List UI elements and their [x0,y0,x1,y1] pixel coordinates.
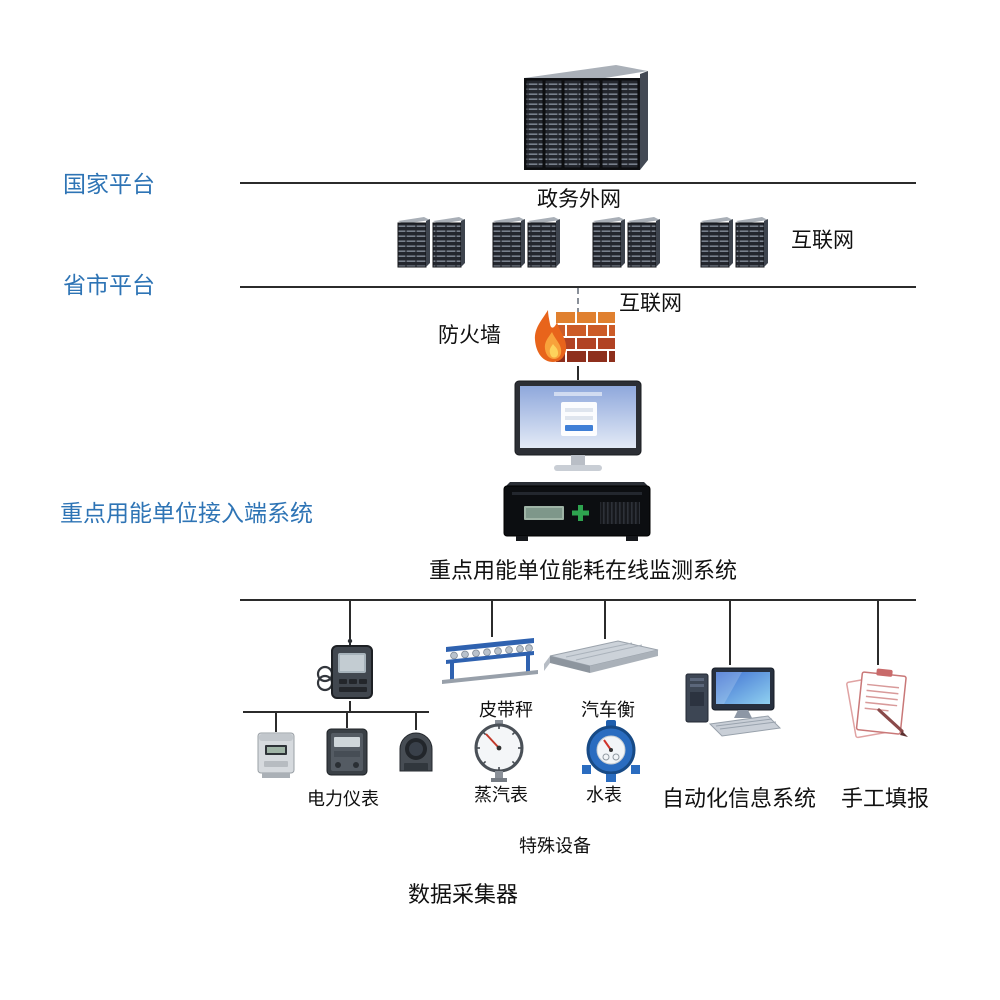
power-meter-icon [324,727,370,779]
internet-top-label: 互联网 [791,229,854,252]
meter-sub-bus-line [243,711,429,713]
manual-entry-label: 手工填报 [841,786,930,811]
monitor-system-title: 重点用能单位能耗在线监测系统 [429,558,738,583]
automation-system-label: 自动化信息系统 [662,786,817,811]
belt-scale-icon [442,634,540,688]
power-meter-icon [254,731,298,779]
bus-to-truck-scale-connector [604,601,606,639]
server-rack-icon [699,214,769,270]
sub-bus-to-meter1-connector [275,712,277,732]
firewall-label: 防火墙 [438,324,501,347]
national-bus-line [240,182,916,184]
bus-to-belt-scale-connector [491,601,493,637]
national-server-cluster-icon [518,62,650,174]
special-equipment-label: 特殊设备 [519,836,591,856]
data-collector-label: 数据采集器 [408,882,519,907]
firewall-icon [532,308,616,366]
internet-to-firewall-connector [577,288,579,314]
server-rack-icon [396,214,466,270]
provincial-bus-line [240,286,916,288]
steam-meter-label: 蒸汽表 [474,785,528,805]
access-gateway-server-icon [502,476,652,544]
data-collector-icon [316,638,380,702]
internet-mid-label: 互联网 [619,292,682,315]
provincial-platform-label: 省市平台 [63,272,155,298]
server-rack-icon [591,214,661,270]
collector-to-sub-bus-connector [349,701,351,712]
power-meter-icon [394,729,438,779]
water-meter-icon [582,718,640,784]
bus-to-manual-connector [877,601,879,665]
bus-to-collector-connector [349,601,351,641]
automation-workstation-icon [682,666,782,742]
national-platform-label: 国家平台 [63,171,155,197]
power-meter-label: 电力仪表 [307,789,379,809]
water-meter-label: 水表 [586,785,622,805]
bus-to-automation-connector [729,601,731,665]
sub-bus-to-meter2-connector [346,712,348,728]
gov-extranet-label: 政务外网 [537,188,621,211]
truck-scale-icon [544,636,660,686]
server-rack-icon [491,214,561,270]
monitoring-system-monitor-icon [514,380,642,476]
steam-meter-gauge-icon [468,720,528,782]
manual-entry-clipboard-icon [845,666,911,740]
truck-scale-label: 汽车衡 [581,700,635,720]
belt-scale-label: 皮带秤 [479,700,533,720]
firewall-to-monitor-connector [577,366,579,380]
access-system-label: 重点用能单位接入端系统 [60,500,313,526]
device-bus-line [240,599,916,601]
sub-bus-to-meter3-connector [415,712,417,730]
